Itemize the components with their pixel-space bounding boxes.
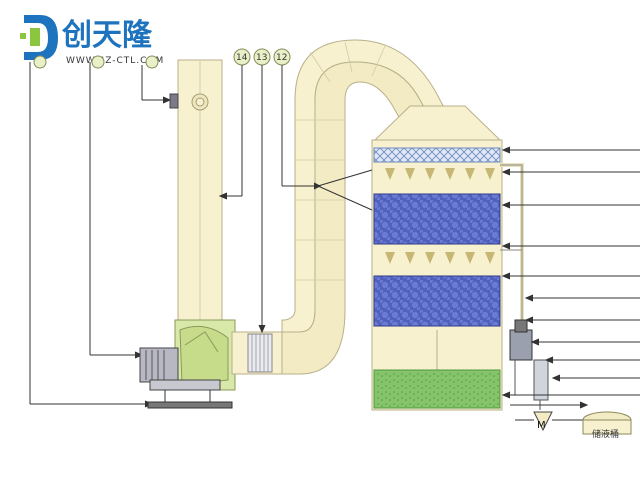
scrubber-tower — [371, 105, 503, 411]
pump-label: M — [537, 420, 546, 431]
leader-lines-right — [501, 146, 640, 409]
packing-layer-lower — [373, 275, 501, 327]
storage-tank: 储液桶 — [582, 411, 632, 440]
inlet-duct — [231, 331, 283, 375]
exhaust-stack — [169, 59, 223, 323]
pump-motor: M — [515, 411, 585, 432]
water-tank — [373, 369, 501, 409]
brand-logo: 创天隆 WWW.SZ-CTL.COM — [20, 15, 164, 66]
brand-url: WWW.SZ-CTL.COM — [66, 56, 164, 66]
callout-14: 14 — [236, 53, 248, 63]
leader-lines-left — [29, 55, 172, 408]
callouts: 14 13 12 — [233, 48, 291, 66]
callout-13: 13 — [256, 53, 267, 63]
spray-row-upper — [385, 168, 495, 180]
callout-leaders — [218, 65, 373, 334]
circulation-piping — [500, 163, 549, 410]
logo-d-icon — [24, 15, 58, 60]
packing-layer-upper — [373, 193, 501, 245]
tank-label: 储液桶 — [592, 428, 619, 440]
callout-12: 12 — [276, 53, 287, 63]
spray-row-lower — [385, 252, 495, 264]
fan-unit — [139, 319, 236, 409]
brand-name: 创天隆 — [61, 18, 153, 53]
tower-roof — [373, 105, 502, 141]
demister-layer — [373, 147, 501, 163]
logo-square-icon — [20, 33, 26, 39]
